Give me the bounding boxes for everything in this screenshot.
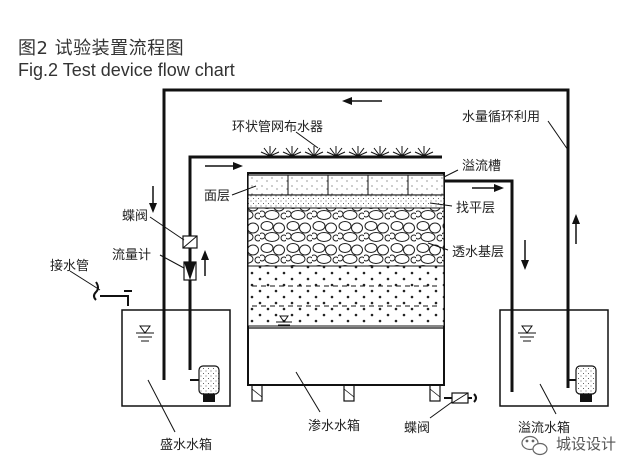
butterfly-valve-bottom-label: 蝶阀 [404, 421, 430, 436]
inlet-pipe-label: 接水管 [50, 258, 89, 274]
recycle-leader [547, 120, 569, 151]
butterfly-valve-top-label: 蝶阀 [122, 209, 148, 224]
sprinkler-label: 环状管网布水器 [232, 120, 323, 135]
overflow-tank-label: 溢流水箱 [518, 420, 570, 436]
surface-layer-label: 面层 [204, 189, 230, 204]
butterfly-valve-top-icon [182, 235, 198, 249]
storage-tank-label: 盛水水箱 [160, 437, 212, 453]
subbase-band [247, 265, 445, 327]
recycle-pipe [162, 88, 570, 388]
sprinkler-leader [295, 131, 319, 149]
pump-right [568, 365, 597, 402]
leveling-layer-label: 找平层 [456, 201, 495, 216]
up-arrow-supply-icon [201, 250, 209, 276]
wechat-icon [521, 435, 548, 456]
sprinkler-feed-pipe [188, 155, 442, 250]
seepage-tank-label: 渗水水箱 [308, 418, 360, 434]
surface-layer-band [247, 174, 445, 196]
up-arrow-recycle-icon [572, 214, 580, 244]
permeable-base-label: 透水基层 [452, 245, 504, 260]
flow-meter-icon [183, 261, 197, 281]
recycle-label: 水量循环利用 [462, 110, 540, 125]
recycle-arrow-icon [342, 97, 382, 105]
storage-tank [121, 309, 231, 407]
butterfly-valve-bottom-icon [451, 392, 469, 404]
figure-title-en: Fig.2 Test device flow chart [18, 60, 235, 80]
overflow-arrow-icon [472, 184, 504, 192]
down-arrow-right-icon [521, 240, 529, 270]
down-arrow-left-icon [149, 186, 157, 213]
test-column [247, 172, 445, 402]
flow-meter-label: 流量计 [112, 248, 151, 263]
pump-left [190, 365, 220, 402]
overflow-tank [499, 309, 609, 407]
overflow-pipe [444, 179, 514, 392]
sprinkler-heads [260, 146, 434, 157]
overflow-trough-label: 溢流槽 [462, 159, 501, 174]
feed-arrow-icon [205, 162, 243, 170]
permeable-base-band [247, 207, 445, 267]
figure-title-cn: 图2 试验装置流程图 [18, 38, 185, 59]
inlet-pipe [93, 281, 132, 306]
watermark-text: 城设设计 [556, 435, 616, 453]
leveling-layer-band [247, 194, 445, 209]
